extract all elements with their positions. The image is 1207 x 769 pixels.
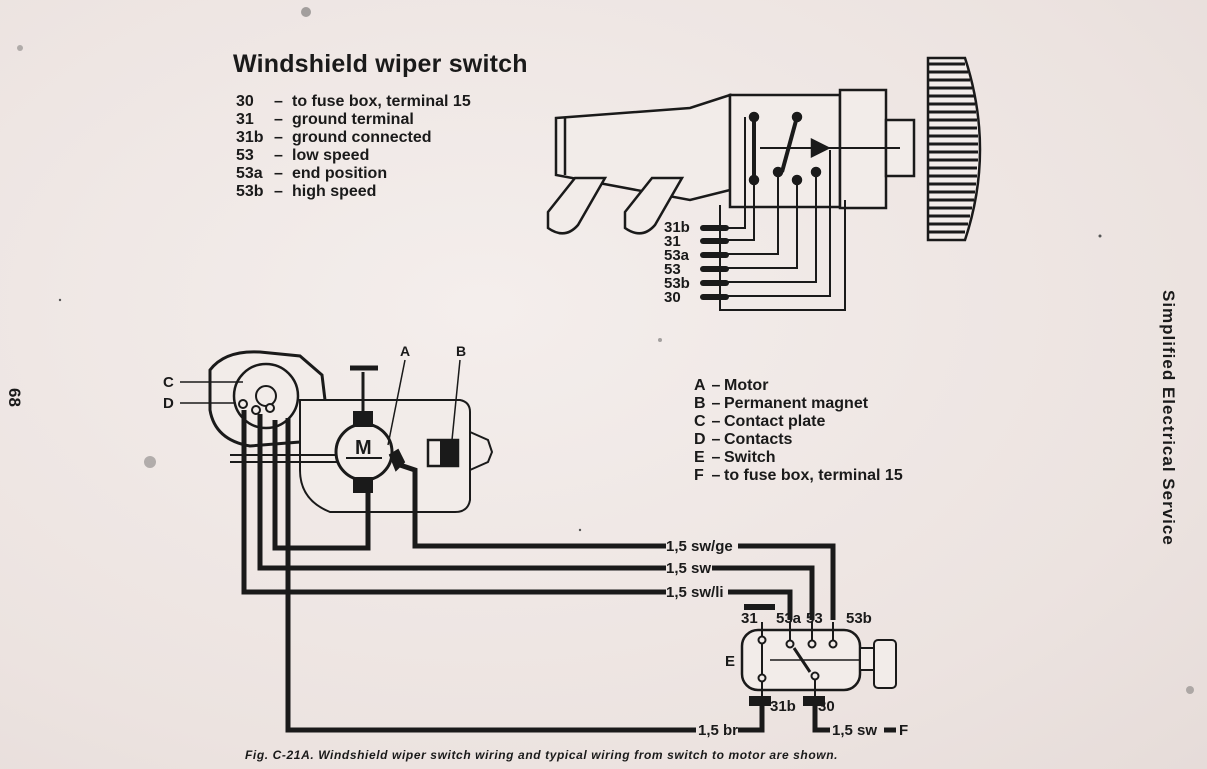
component-legend-row: A–Motor: [694, 377, 903, 395]
diagram-title: Windshield wiper switch: [233, 50, 528, 78]
side-title: Simplified Electrical Service: [1159, 290, 1178, 546]
motor-labels: A B C D M: [163, 343, 466, 459]
separator: –: [711, 395, 721, 412]
separator: –: [274, 147, 283, 164]
component-code: E: [694, 449, 705, 466]
terminal-desc: ground connected: [292, 129, 432, 146]
separator: –: [711, 431, 721, 448]
pin-label: 53b: [846, 610, 872, 627]
wiring-harness: [241, 410, 896, 733]
pin-label: 31b: [664, 219, 690, 236]
separator: –: [274, 93, 283, 110]
terminal-legend-row: 53a–end position: [236, 165, 471, 183]
label-d: D: [163, 395, 174, 412]
separator: –: [274, 183, 283, 200]
component-legend: A–Motor B–Permanent magnet C–Contact pla…: [694, 377, 903, 485]
separator: –: [274, 165, 283, 182]
component-legend-row: B–Permanent magnet: [694, 395, 903, 413]
separator: –: [711, 377, 721, 394]
terminal-code: 53b: [236, 183, 264, 200]
terminal-code: 31b: [236, 129, 264, 146]
terminal-desc: low speed: [292, 147, 370, 164]
terminal-code: 31: [236, 111, 254, 128]
component-desc: Switch: [724, 449, 776, 466]
terminal-code: 30: [236, 93, 254, 110]
switch-e: [740, 622, 897, 706]
pin-label: 53: [806, 610, 823, 627]
pin-label: 30: [818, 698, 835, 715]
figure-caption: Fig. C-21A. Windshield wiper switch wiri…: [245, 748, 839, 762]
component-legend-row: C–Contact plate: [694, 413, 903, 431]
scan-specks: [17, 7, 1194, 694]
switch-e-labels: 31 53a 53 53b E 31b 30: [725, 610, 872, 715]
label-a: A: [400, 343, 410, 359]
pin-label: 31: [741, 610, 758, 627]
wiper-motor: [180, 350, 494, 513]
pin-label: 53a: [776, 610, 802, 627]
component-desc: Contacts: [724, 431, 793, 448]
pin-label: 53a: [664, 247, 690, 264]
component-code: F: [694, 467, 704, 484]
label-e: E: [725, 653, 735, 670]
motor-symbol: M: [355, 437, 372, 459]
component-legend-row: D–Contacts: [694, 431, 903, 449]
terminal-code: 53a: [236, 165, 263, 182]
separator: –: [711, 467, 721, 484]
fuse-label: F: [899, 722, 908, 739]
terminal-desc: high speed: [292, 183, 377, 200]
component-desc: Contact plate: [724, 413, 826, 430]
wire-label: 1,5 sw/ge: [666, 538, 733, 555]
pin-label: 31: [664, 233, 681, 250]
separator: –: [711, 413, 721, 430]
separator: –: [711, 449, 721, 466]
component-desc: Motor: [724, 377, 769, 394]
switch-pin-labels: 31b 31 53a 53 53b 30: [664, 219, 690, 306]
pin-label: 31b: [770, 698, 796, 715]
label-b: B: [456, 343, 466, 359]
component-legend-row: E–Switch: [694, 449, 903, 467]
component-code: A: [694, 377, 706, 394]
component-desc: to fuse box, terminal 15: [724, 467, 903, 484]
terminal-legend-row: 31b–ground connected: [236, 129, 471, 147]
terminal-legend: 30–to fuse box, terminal 15 31–ground te…: [236, 93, 471, 201]
page-number: 68: [5, 388, 24, 407]
terminal-desc: end position: [292, 165, 388, 182]
wire-label: 1,5 sw: [666, 560, 711, 577]
switch-assembly: [546, 56, 982, 311]
pin-label: 30: [664, 289, 681, 306]
component-code: D: [694, 431, 706, 448]
terminal-code: 53: [236, 147, 254, 164]
component-legend-row: F–to fuse box, terminal 15: [694, 467, 903, 485]
label-c: C: [163, 374, 174, 391]
terminal-legend-row: 30 –to fuse box, terminal 15: [236, 93, 471, 111]
pin-label: 53b: [664, 275, 690, 292]
wire-label: 1,5 sw: [832, 722, 877, 739]
wire-label: 1,5 br: [698, 722, 738, 739]
component-code: B: [694, 395, 706, 412]
terminal-legend-row: 53 –low speed: [236, 147, 471, 165]
terminal-legend-row: 53b–high speed: [236, 183, 471, 201]
separator: –: [274, 111, 283, 128]
separator: –: [274, 129, 283, 146]
component-desc: Permanent magnet: [724, 395, 869, 412]
wire-label: 1,5 sw/li: [666, 584, 724, 601]
terminal-desc: to fuse box, terminal 15: [292, 93, 471, 110]
terminal-legend-row: 31 –ground terminal: [236, 111, 471, 129]
terminal-desc: ground terminal: [292, 111, 414, 128]
wire-labels: 1,5 sw/ge 1,5 sw 1,5 sw/li 1,5 br 1,5 sw…: [666, 538, 908, 739]
pin-label: 53: [664, 261, 681, 278]
component-code: C: [694, 413, 706, 430]
